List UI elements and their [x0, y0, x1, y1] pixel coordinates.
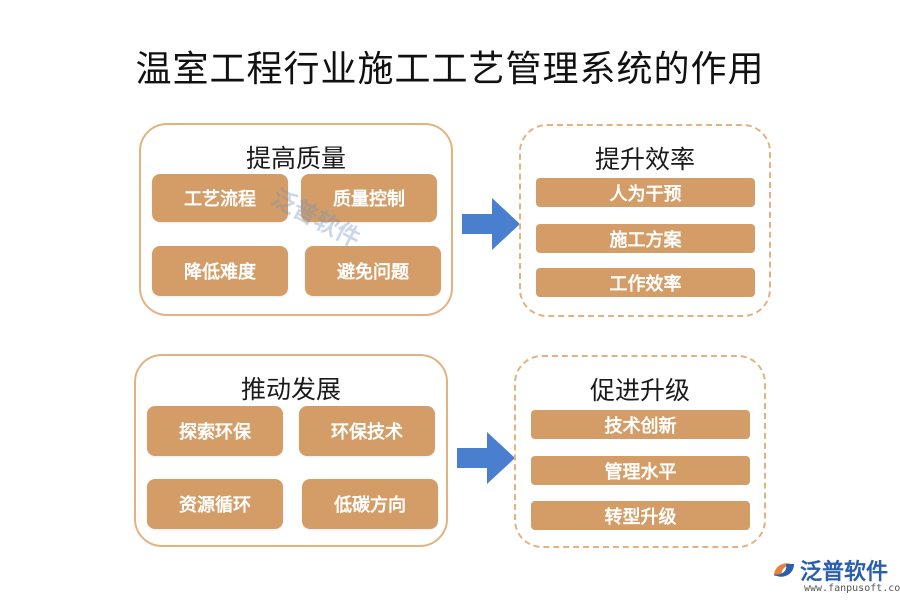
- tile-avoid-problems: 避免问题: [305, 246, 441, 296]
- tile-resource-recycling: 资源循环: [147, 479, 283, 529]
- result-management-level: 管理水平: [531, 456, 750, 485]
- logo-url-text: www.fanpusoft.com: [804, 583, 900, 594]
- tile-environmental-tech: 环保技术: [299, 406, 435, 456]
- panel-heading: 提升效率: [594, 145, 695, 174]
- result-work-efficiency: 工作效率: [536, 268, 755, 297]
- result-construction-plan: 施工方案: [536, 224, 755, 253]
- logo-swirl-icon: [774, 563, 794, 577]
- fanpu-logo: 泛普软件 www.fanpusoft.com: [770, 554, 900, 596]
- result-tech-innovation: 技术创新: [531, 410, 750, 439]
- arrow-right-icon: [457, 432, 515, 484]
- panel-heading: 推动发展: [240, 375, 341, 404]
- tile-process-flow: 工艺流程: [152, 174, 288, 222]
- page-title: 温室工程行业施工工艺管理系统的作用: [135, 49, 765, 90]
- tile-explore-environmental: 探索环保: [147, 406, 283, 456]
- tile-low-carbon: 低碳方向: [302, 479, 438, 529]
- arrow-right-icon: [462, 198, 520, 250]
- tile-quality-control: 质量控制: [301, 174, 437, 222]
- result-human-intervention: 人为干预: [536, 178, 755, 207]
- result-transformation-upgrade: 转型升级: [531, 501, 750, 530]
- tile-reduce-difficulty: 降低难度: [152, 246, 288, 296]
- panel-heading: 促进升级: [589, 376, 690, 405]
- logo-brand-text: 泛普软件: [800, 560, 889, 585]
- panel-heading: 提高质量: [245, 144, 346, 173]
